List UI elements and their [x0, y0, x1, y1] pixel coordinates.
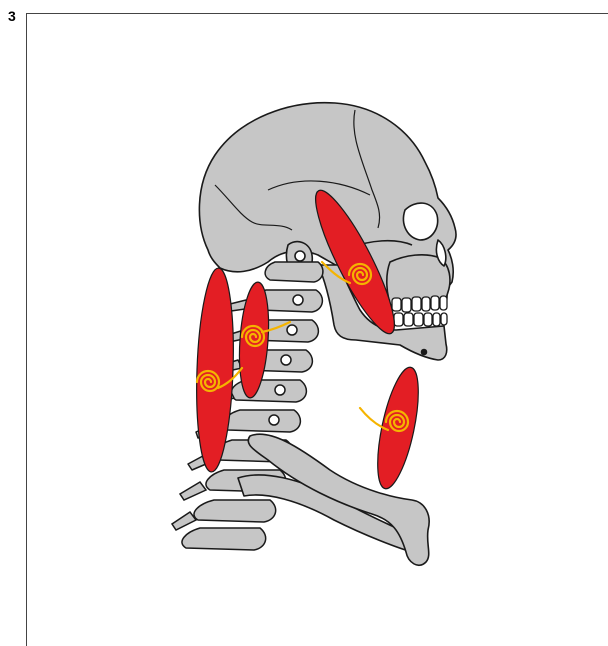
vertebra-c1 [265, 262, 323, 282]
tooth [441, 313, 447, 325]
tooth [402, 298, 411, 312]
tooth [414, 313, 423, 326]
tooth [433, 313, 440, 326]
ear-canal [295, 251, 305, 261]
mental-foramen [422, 350, 427, 355]
spinous-process [180, 482, 206, 500]
orbit [403, 203, 437, 240]
teeth [392, 296, 447, 326]
vertebra-c6 [224, 410, 301, 432]
tooth [412, 297, 421, 311]
tooth [422, 297, 430, 311]
tooth [392, 298, 401, 311]
tooth [404, 313, 413, 326]
tooth [431, 296, 439, 310]
spinous-process [172, 512, 196, 530]
tooth [440, 296, 447, 310]
tooth [424, 313, 432, 326]
tooth [394, 313, 403, 326]
